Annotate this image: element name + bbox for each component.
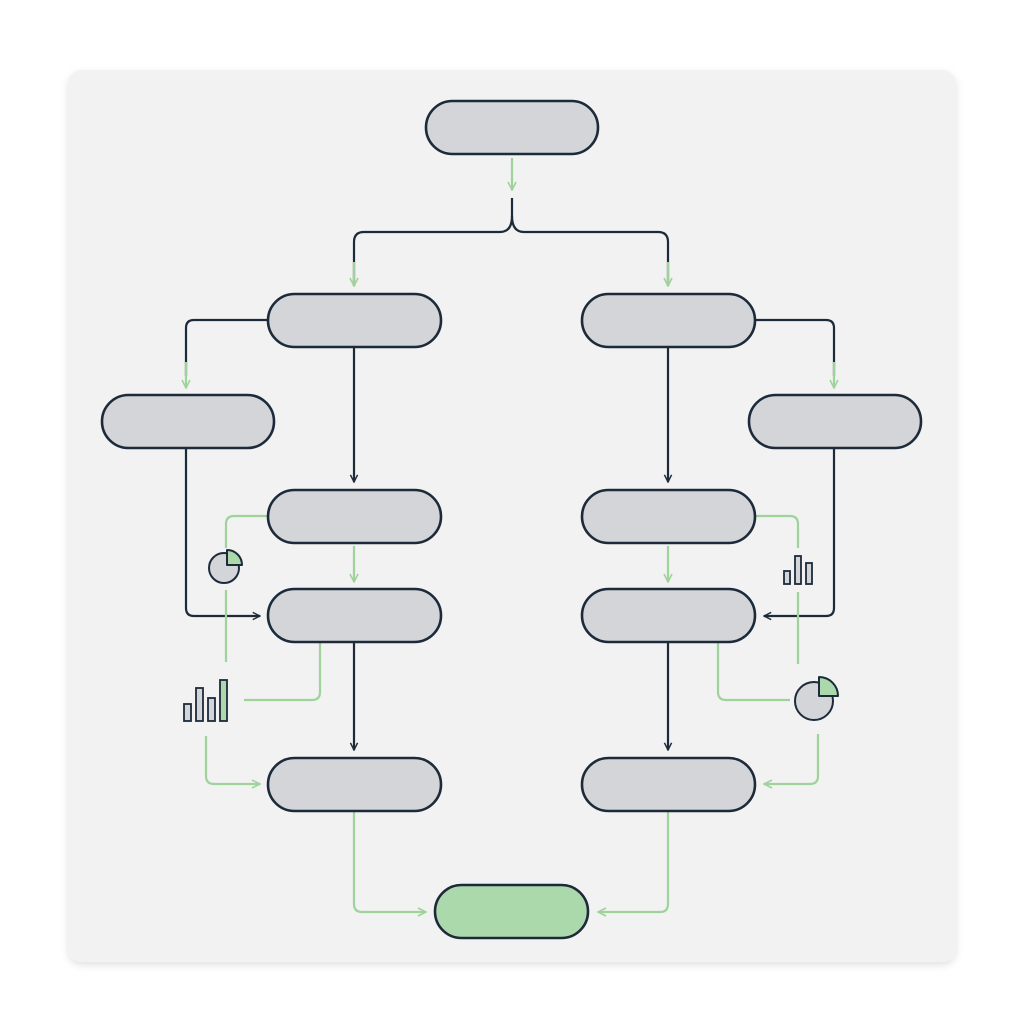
pie-chart-icon bbox=[208, 549, 243, 584]
node-left-side[interactable] bbox=[100, 393, 276, 450]
node-left-a[interactable] bbox=[266, 292, 443, 349]
node-left-d[interactable] bbox=[266, 756, 443, 813]
bar-chart-icon bbox=[783, 555, 813, 585]
node-left-c[interactable] bbox=[266, 587, 443, 644]
node-right-b[interactable] bbox=[580, 488, 757, 545]
connector-left-d-to-end bbox=[352, 812, 426, 912]
connector-right-b-to-bar bbox=[756, 514, 800, 548]
bar-chart-icon bbox=[183, 679, 228, 722]
dark-connectors bbox=[184, 198, 836, 750]
node-right-a[interactable] bbox=[580, 292, 757, 349]
node-right-d[interactable] bbox=[580, 756, 757, 813]
connector-pie-to-right-d bbox=[764, 734, 820, 784]
pie-chart-icon bbox=[794, 676, 839, 721]
node-end-terminal[interactable] bbox=[433, 883, 590, 940]
node-start[interactable] bbox=[424, 99, 600, 156]
connector-right-c-to-pie bbox=[716, 642, 790, 702]
connector-left-a-to-left-side bbox=[184, 318, 268, 376]
canvas-panel bbox=[68, 70, 956, 962]
nodes bbox=[100, 99, 923, 940]
connector-left-c-to-bar bbox=[244, 642, 322, 702]
light-connectors bbox=[186, 158, 834, 912]
connector-bar-to-left-d bbox=[204, 736, 260, 784]
node-left-b[interactable] bbox=[266, 488, 443, 545]
connector-start-split-left bbox=[352, 198, 514, 286]
connector-right-side-to-right-c bbox=[764, 446, 836, 616]
connector-start-split-right bbox=[510, 215, 670, 286]
connector-left-side-to-left-c bbox=[184, 446, 260, 616]
connector-right-d-to-end bbox=[598, 812, 670, 912]
connector-left-b-to-pie bbox=[224, 514, 268, 548]
connector-right-a-to-right-side bbox=[756, 318, 836, 376]
node-right-c[interactable] bbox=[580, 587, 757, 644]
node-right-side[interactable] bbox=[747, 393, 923, 450]
